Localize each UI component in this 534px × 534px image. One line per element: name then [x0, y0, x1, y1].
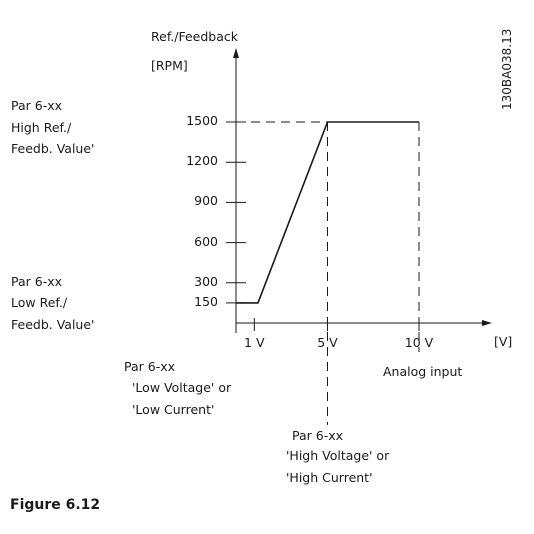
- figure-caption: Figure 6.12: [10, 497, 101, 513]
- high-voltage-line-1: Par 6-xx: [292, 428, 344, 443]
- high-voltage-line-3: 'High Current': [286, 470, 373, 485]
- low-voltage-line-3: 'Low Current': [132, 402, 215, 417]
- series-group: [236, 121, 419, 304]
- y-tick-label-1200: 1200: [186, 153, 218, 169]
- y-axis-title: Ref./Feedback: [151, 29, 239, 44]
- series-line-0: [236, 121, 419, 304]
- y-tick-label-600: 600: [194, 233, 218, 249]
- x-axis-unit: [V]: [494, 334, 513, 349]
- low-ref-line-1: Par 6-xx: [11, 274, 63, 289]
- high-ref-line-1: Par 6-xx: [11, 98, 63, 113]
- y-tick-label-150: 150: [194, 293, 218, 309]
- y-tick-label-900: 900: [194, 193, 218, 209]
- x-tick-label-5: 5 V: [317, 335, 338, 350]
- y-tick-label-300: 300: [194, 273, 218, 289]
- y-tick-label-1500: 1500: [186, 113, 218, 128]
- high-ref-line-3: Feedb. Value': [11, 141, 95, 156]
- x-axis-title: Analog input: [383, 364, 463, 379]
- low-voltage-line-2: 'Low Voltage' or: [132, 380, 232, 395]
- y-axis-arrow: [233, 48, 239, 58]
- high-ref-line-2: High Ref./: [11, 120, 72, 135]
- high-voltage-line-2: 'High Voltage' or: [286, 448, 390, 463]
- low-ref-line-2: Low Ref./: [11, 295, 68, 310]
- low-ref-line-3: Feedb. Value': [11, 317, 95, 332]
- x-tick-label-1: 1 V: [244, 335, 265, 350]
- dashed-guides: [236, 121, 420, 425]
- x-axis-arrow: [482, 320, 492, 326]
- y-axis-unit: [RPM]: [151, 58, 188, 73]
- low-voltage-line-1: Par 6-xx: [124, 359, 176, 374]
- x-tick-label-10: 10 V: [404, 335, 434, 350]
- axes: [226, 48, 492, 333]
